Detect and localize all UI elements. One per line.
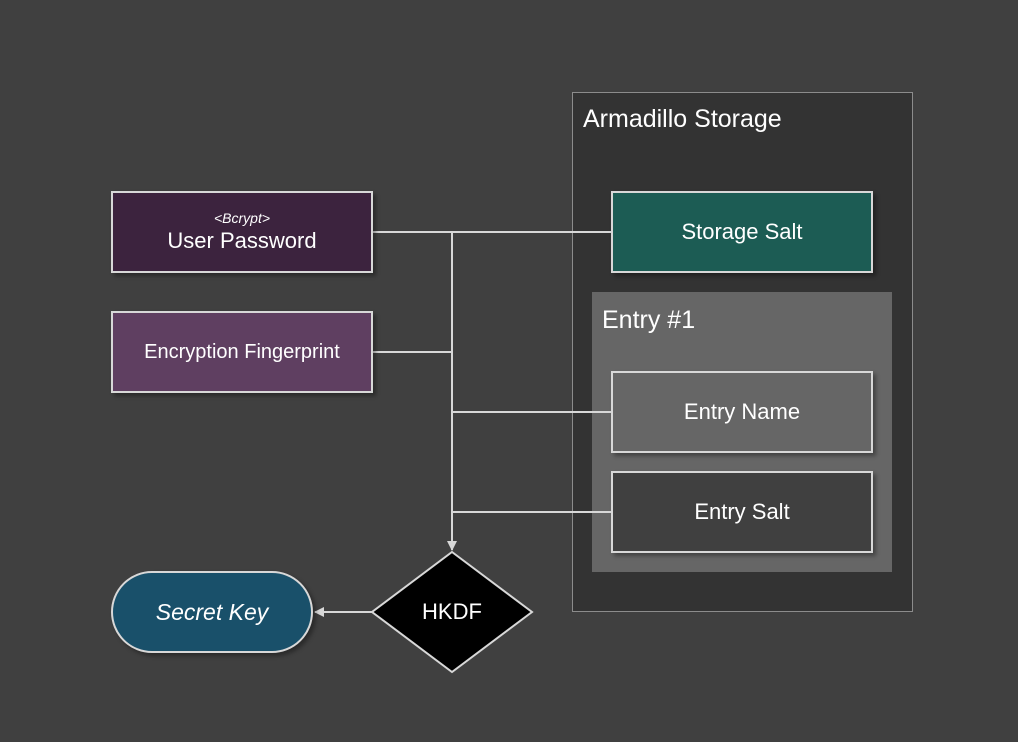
- user-password-node: <Bcrypt> User Password: [111, 191, 373, 273]
- user-password-label: User Password: [167, 228, 317, 253]
- entry-salt-node: Entry Salt: [611, 471, 873, 553]
- hkdf-label: HKDF: [422, 599, 482, 624]
- secret-key-node: Secret Key: [111, 571, 313, 653]
- encryption-fingerprint-node: Encryption Fingerprint: [111, 311, 373, 393]
- entry-container-title: Entry #1: [602, 306, 696, 334]
- entry-name-node: Entry Name: [611, 371, 873, 453]
- entry-salt-label: Entry Salt: [694, 499, 790, 524]
- bcrypt-annotation: <Bcrypt>: [213, 210, 271, 226]
- storage-salt-node: Storage Salt: [611, 191, 873, 273]
- entry-name-label: Entry Name: [683, 399, 801, 424]
- secret-key-label: Secret Key: [155, 598, 269, 625]
- hkdf-diamond: [370, 550, 534, 674]
- armadillo-storage-title: Armadillo Storage: [583, 105, 782, 133]
- storage-salt-label: Storage Salt: [681, 219, 803, 244]
- encryption-fingerprint-label: Encryption Fingerprint: [144, 340, 340, 363]
